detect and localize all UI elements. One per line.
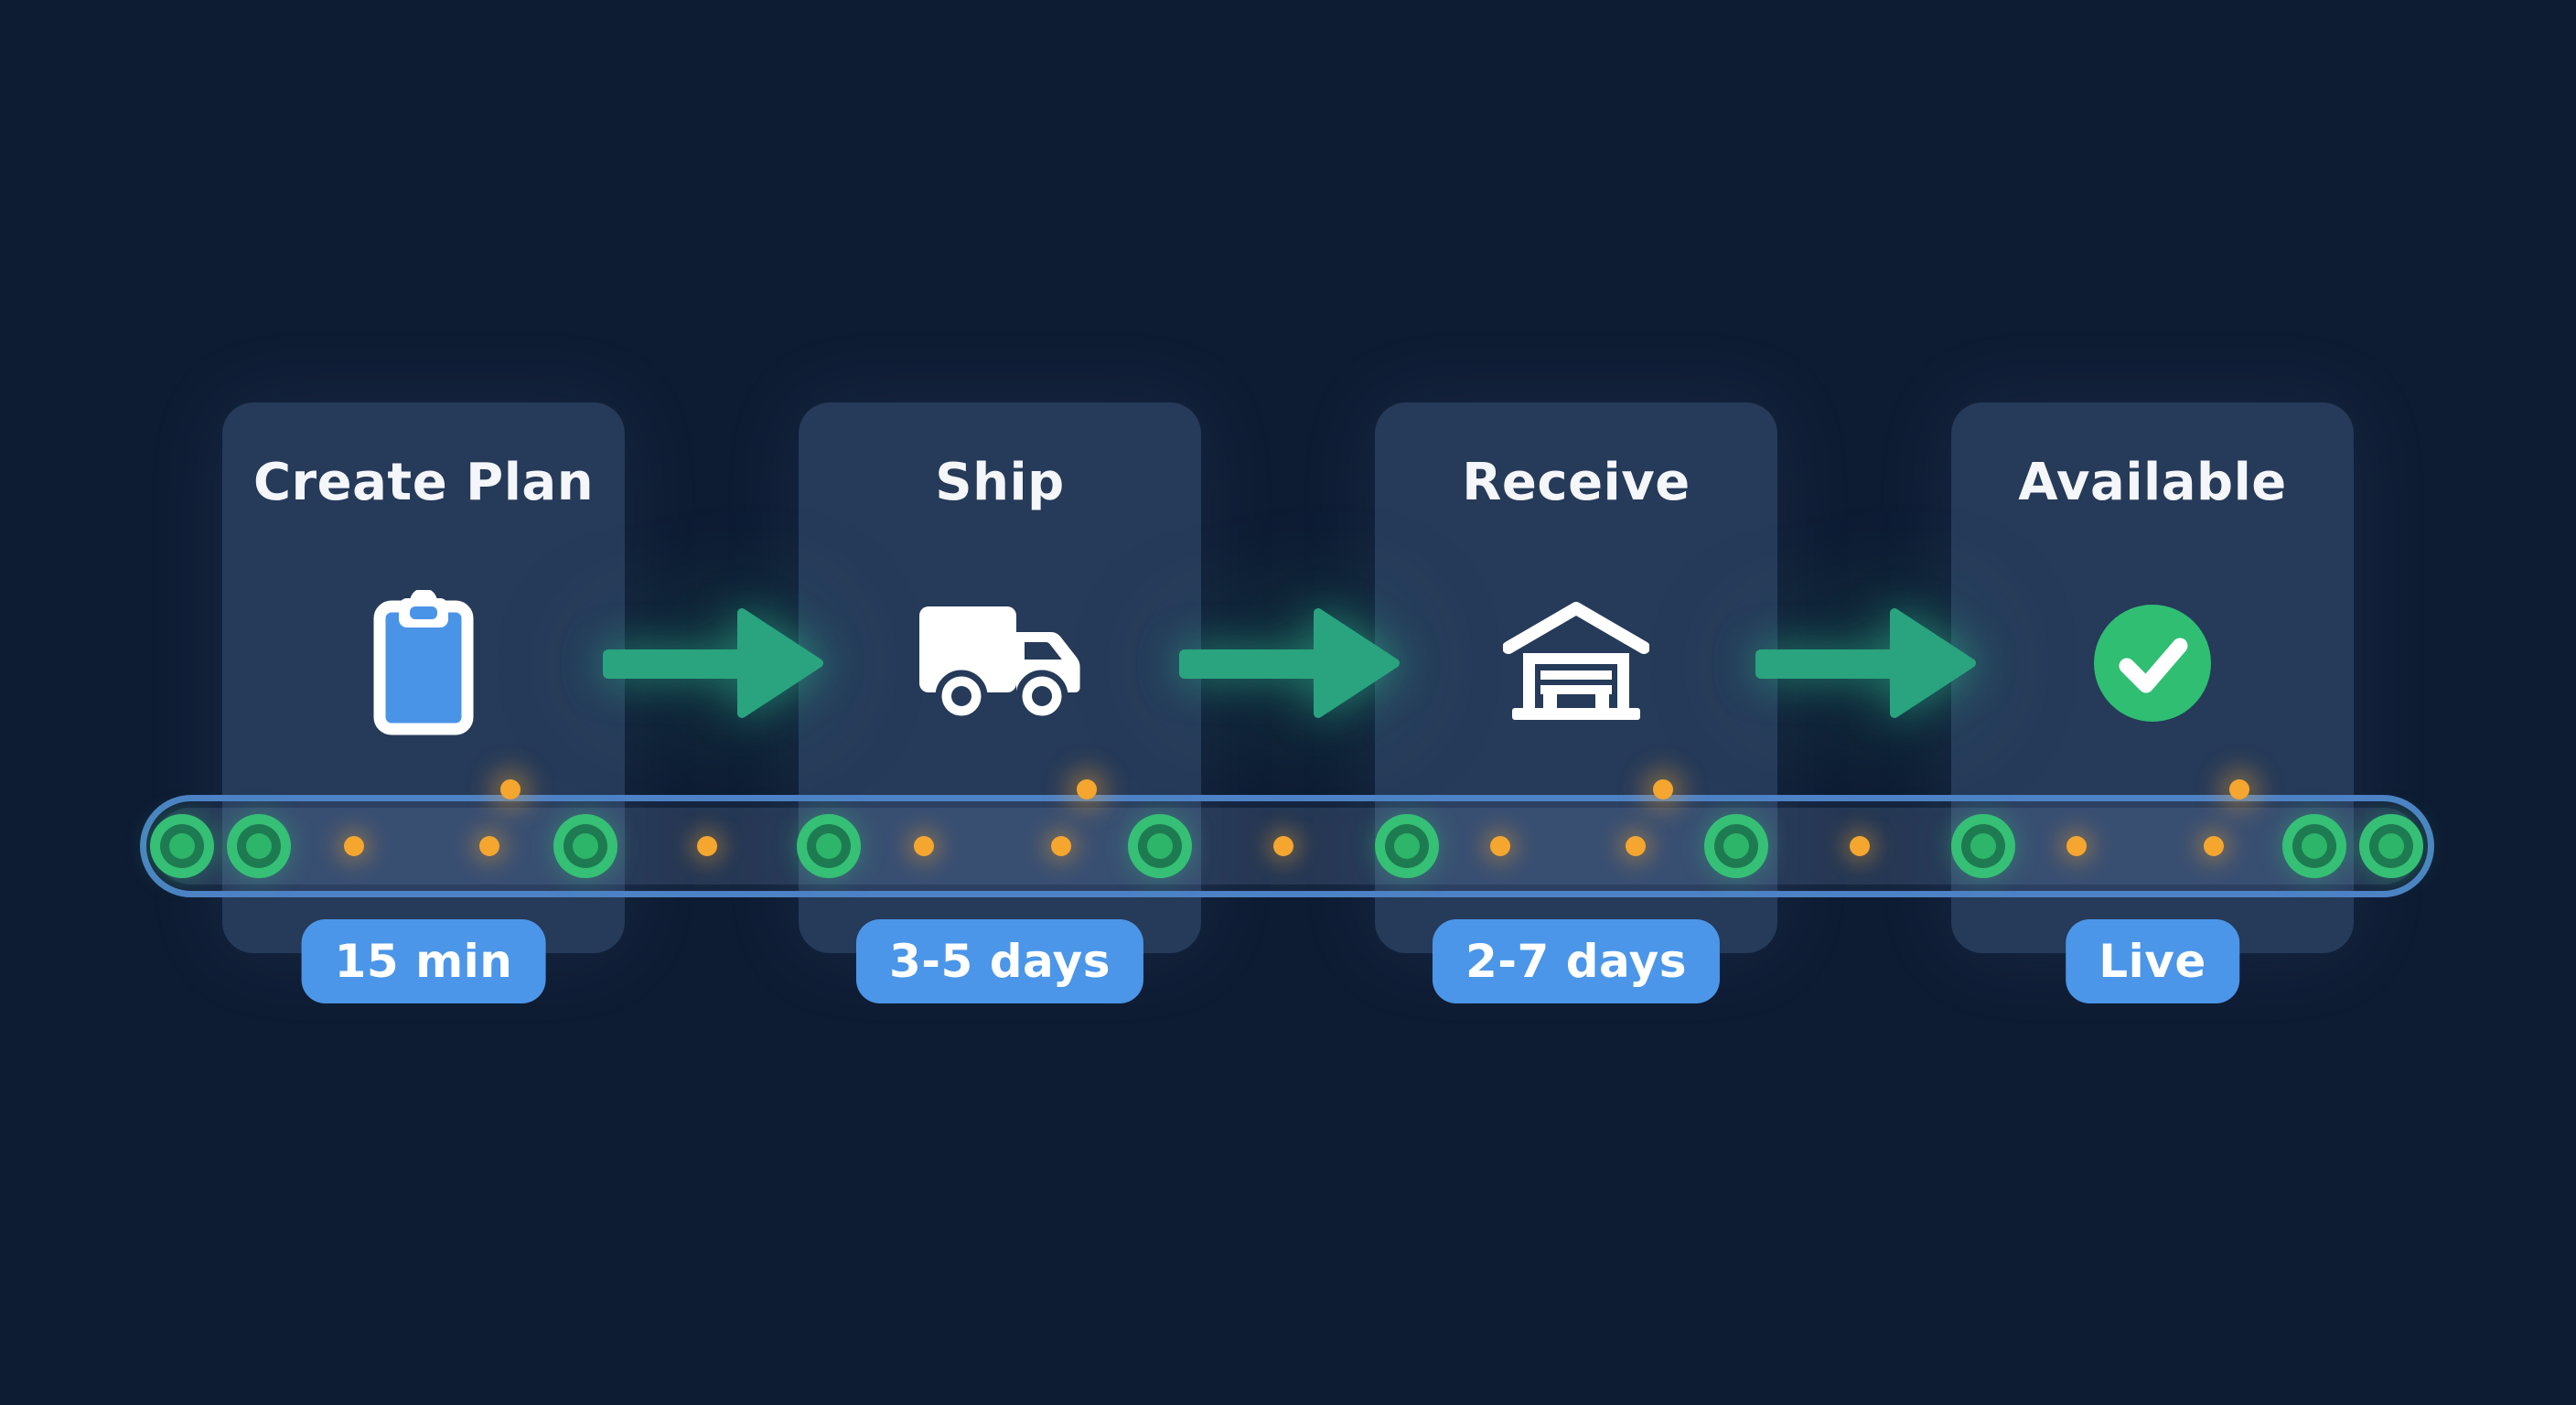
truck-icon	[919, 605, 1080, 722]
arrow-right-icon	[1174, 604, 1402, 723]
conveyor-belt-surface	[153, 808, 2421, 885]
arrow-right-icon	[597, 604, 826, 723]
duration-badge: 2-7 days	[1432, 919, 1721, 1003]
stage-title: Available	[2018, 453, 2287, 512]
arrow-right-icon	[1750, 604, 1979, 723]
check-circle-icon	[2092, 603, 2213, 724]
duration-badge: Live	[2066, 919, 2239, 1003]
stage-title: Receive	[1462, 453, 1690, 512]
stage-title: Create Plan	[252, 453, 595, 512]
warehouse-icon	[1503, 600, 1649, 726]
stage-title: Ship	[935, 453, 1065, 512]
duration-badge: 15 min	[301, 919, 546, 1003]
duration-badge: 3-5 days	[855, 919, 1144, 1003]
clipboard-icon	[372, 590, 475, 736]
